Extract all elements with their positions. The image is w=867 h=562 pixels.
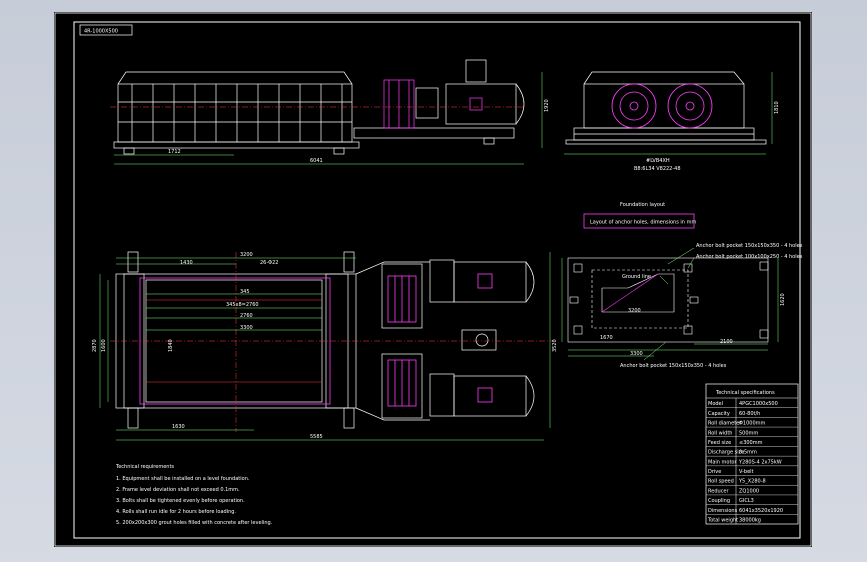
dim-inner-2760: 2760 <box>240 313 253 319</box>
sheet-tag-box <box>79 24 133 36</box>
tech-row-value: ≤300mm <box>739 440 763 446</box>
tech-row-value: 500mm <box>739 430 758 436</box>
notes-item: 1. Equipment shall be installed on a lev… <box>116 476 250 482</box>
foundation-dim-right: 2100 <box>720 339 733 345</box>
dim-top-left: 1430 <box>180 260 193 266</box>
foundation-note-box <box>583 213 695 229</box>
tech-table-title: Technical specifications <box>715 390 775 396</box>
front-dims <box>114 72 543 165</box>
side-caption-2: B8:6L34 V8222-48 <box>634 166 681 172</box>
foundation-callout-4: Anchor bolt pocket 150x150x350 - 4 holes <box>620 363 727 369</box>
dim-top-holes: 26-Φ22 <box>260 260 278 266</box>
dim-inner-3300: 3300 <box>240 325 253 331</box>
foundation-leaders <box>561 247 779 361</box>
tech-row-label: Main motor <box>708 459 737 465</box>
dim-right-3520: 3520 <box>552 339 558 352</box>
side-view-rolls <box>611 83 713 129</box>
foundation-plan <box>567 257 769 343</box>
tech-table: Technical specifications Model 4PGC1000x5… <box>705 383 799 525</box>
tech-row-value: Φ1000mm <box>739 421 766 427</box>
tech-row-label: Reducer <box>708 488 729 494</box>
dim-side-height: 1810 <box>774 101 780 114</box>
dim-bottom-1630: 1630 <box>172 424 185 430</box>
top-dims <box>99 252 551 441</box>
tech-row-label: Total weight <box>707 518 738 524</box>
tech-row-value: 4PGC1000x500 <box>739 401 778 407</box>
notes-title: Technical requirements <box>115 464 174 470</box>
dim-top-span: 3200 <box>240 252 253 258</box>
foundation-dim-inner: 3200 <box>628 308 641 314</box>
dim-left-1600: 1600 <box>101 339 107 352</box>
tech-row-value: 0-5mm <box>739 450 757 456</box>
notes-item: 5. 200x200x300 grout holes filled with c… <box>116 520 273 526</box>
foundation-callout-3: Ground line <box>622 274 651 280</box>
tech-row-value: GICL3 <box>739 498 754 504</box>
drawing-sheet: 4R-1000X500 6041 1712 1920 <box>54 12 812 547</box>
front-view <box>113 59 525 155</box>
sheet-tag: 4R-1000X500 <box>84 29 118 35</box>
dim-inner-345: 345 <box>240 289 250 295</box>
tech-row-label: Discharge size <box>708 450 744 456</box>
tech-row-value: Y5_X280-8 <box>738 479 766 485</box>
tech-row-label: Dimensions <box>708 508 738 514</box>
foundation-dim-height: 1620 <box>780 293 786 306</box>
foundation-title: Foundation layout <box>620 202 665 208</box>
dim-total-5585: 5585 <box>310 434 323 440</box>
side-view <box>565 71 767 145</box>
tech-row-label: Model <box>708 401 723 407</box>
tech-row-value: 6041x3520x1920 <box>739 508 783 514</box>
tech-row-label: Drive <box>708 469 721 475</box>
tech-row-value: V-belt <box>739 469 754 475</box>
notes-item: 4. Rolls shall run idle for 2 hours befo… <box>116 509 236 515</box>
tech-row-label: Feed size <box>708 440 731 446</box>
outer-border <box>54 12 812 547</box>
tech-row-value: ZQ1000 <box>739 488 759 494</box>
side-caption-1: #LVB4XH <box>646 158 670 164</box>
tech-row-label: Roll diameter <box>708 421 742 427</box>
dim-left-2870: 2870 <box>92 339 98 352</box>
tech-row-label: Coupling <box>708 498 730 504</box>
dim-front-height: 1920 <box>544 99 550 112</box>
tech-row-label: Capacity <box>708 411 730 417</box>
inner-border <box>73 21 801 539</box>
dim-front-total: 6041 <box>310 158 323 164</box>
side-dims <box>564 72 773 155</box>
foundation-callout-1: Anchor bolt pocket 150x150x350 - 4 holes <box>696 243 803 249</box>
notes-item: 3. Bolts shall be tightened evenly befor… <box>116 498 245 504</box>
cad-drawing: 4R-1000X500 6041 1712 1920 <box>54 12 812 547</box>
tech-row-value: Y280S-4 2x75kW <box>738 459 782 465</box>
foundation-dim-width: 1670 <box>600 335 613 341</box>
foundation-dim-span: 3300 <box>630 351 643 357</box>
notes-item: 2. Frame level deviation shall not excee… <box>116 487 240 493</box>
dim-left-1840: 1840 <box>168 339 174 352</box>
tech-row-label: Roll speed <box>708 479 734 485</box>
foundation-callout-2: Anchor bolt pocket 100x100x250 - 4 holes <box>696 254 803 260</box>
dim-inner-formula: 345x8=2760 <box>226 302 259 308</box>
notes: Technical requirements 1. Equipment shal… <box>115 464 273 526</box>
dim-front-left: 1712 <box>168 149 181 155</box>
tech-row-value: 60-80t/h <box>739 411 760 417</box>
tech-row-value: 38000kg <box>739 518 761 524</box>
tech-row-label: Roll width <box>708 430 732 436</box>
foundation-note: Layout of anchor holes, dimensions in mm <box>590 220 696 226</box>
